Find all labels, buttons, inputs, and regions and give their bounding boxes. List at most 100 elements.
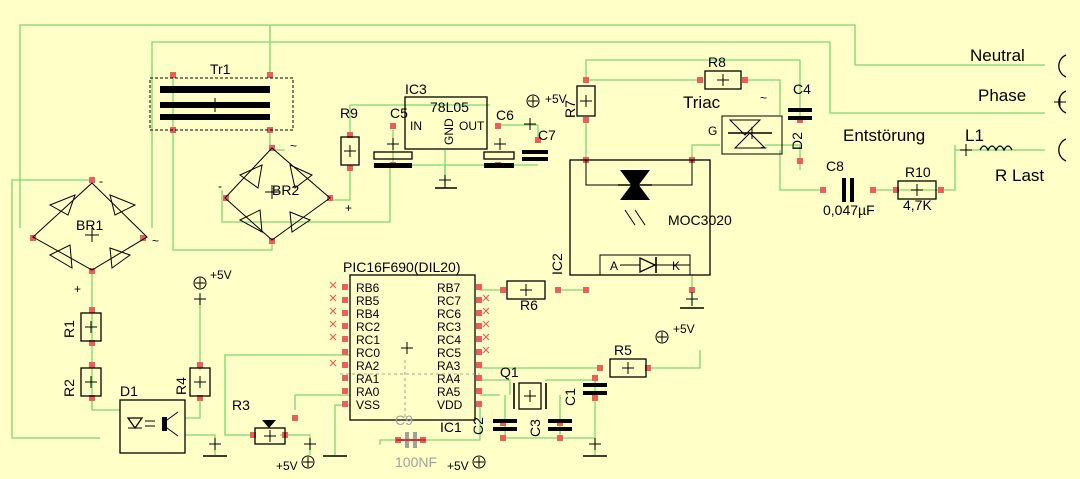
inductor-l1: Entstörung L1	[843, 126, 1013, 156]
br2-tilde: ~	[290, 139, 297, 153]
br2-minus: -	[218, 179, 222, 193]
br1-tilde: ~	[152, 234, 159, 248]
ic3-label: IC3	[405, 81, 427, 97]
capacitor-c6: C6	[483, 107, 515, 168]
capacitor-c7: C7	[522, 118, 556, 161]
pic-pin-rb7: RB7	[437, 281, 461, 295]
nc-marker	[329, 359, 337, 367]
nc-marker	[329, 307, 337, 315]
optocoupler-d1: D1	[119, 383, 186, 454]
pic-pin-rb6: RB6	[356, 281, 380, 295]
plus5v-label-r5: +5V	[673, 322, 695, 336]
pin-pad	[476, 284, 482, 290]
pic-pin-ra0: RA0	[356, 385, 380, 399]
pic-pin-ra3: RA3	[437, 359, 461, 373]
resistor-r5: R5	[609, 342, 647, 378]
pin-pad	[342, 284, 348, 290]
diode-d2: D2	[789, 132, 805, 150]
r4-label: R4	[173, 377, 189, 395]
pic-pin-rc7: RC7	[437, 294, 461, 308]
pic-pin-rc5: RC5	[437, 346, 461, 360]
c2-label: C2	[470, 417, 486, 435]
c4-label: C4	[793, 81, 811, 97]
ground-moc	[680, 292, 704, 309]
resistor-r6: R6	[506, 280, 546, 313]
capacitor-c8: C8 0,047µF	[823, 158, 875, 218]
connector-phase: Phase	[978, 86, 1067, 114]
q1-label: Q1	[500, 364, 519, 380]
pic-pin-rb5: RB5	[356, 294, 380, 308]
r7-label: R7	[562, 100, 578, 118]
ground-symbols	[203, 438, 607, 457]
optotriac-ic2: A K MOC3020 IC2	[549, 159, 732, 276]
pic-pin-rc4: RC4	[437, 333, 461, 347]
capacitor-c1: C1	[562, 383, 607, 406]
triac-symbol: Triac G ~ ~	[683, 91, 783, 155]
plus5v-label-r4: +5V	[210, 268, 232, 282]
ic3-out: OUT	[459, 119, 485, 133]
resistor-r4: R4	[173, 367, 211, 397]
entst-label: Entstörung	[843, 126, 925, 145]
moc-label: MOC3020	[668, 212, 732, 228]
connector-neutral: Neutral	[970, 46, 1067, 78]
regulator-ic3: IC3 78L05 IN OUT GND	[404, 81, 488, 150]
microcontroller-ic1: PIC16F690(DIL20) IC1 RB6RB5RB4RC2RC1RC0R…	[329, 259, 490, 435]
supply-plus5v-reg: +5V	[526, 92, 567, 108]
pin-pad	[342, 388, 348, 394]
supply-plus5v-r5: +5V	[655, 322, 695, 344]
potentiometer-r3: R3	[232, 397, 286, 445]
transformer-tr1: Tr1	[149, 61, 294, 131]
rlast-label: R Last	[995, 166, 1044, 185]
ic3-in: IN	[410, 119, 422, 133]
moc-kathode: K	[672, 259, 680, 273]
supply-plus5v-r4: +5V	[193, 268, 232, 305]
pic-pin-ra1: RA1	[356, 372, 380, 386]
resistor-r10: R10 4,7K	[897, 164, 937, 213]
connector-rlast: R Last	[995, 138, 1067, 185]
ground-reg	[435, 175, 457, 189]
pic-pin-vss: VSS	[356, 398, 380, 412]
ic1-label: IC1	[440, 419, 462, 435]
d2-label: D2	[789, 132, 805, 150]
crystal-q1: Q1	[500, 364, 547, 410]
capacitor-c9: C9 100NF	[395, 412, 437, 470]
r9-label: R9	[340, 105, 358, 121]
nc-marker	[329, 294, 337, 302]
capacitor-c3: C3	[527, 419, 572, 437]
capacitor-c4: C4	[788, 81, 812, 120]
triac-gate-label: G	[708, 124, 717, 138]
phase-label: Phase	[978, 86, 1026, 105]
r10-value: 4,7K	[903, 197, 932, 213]
pin-pad	[342, 297, 348, 303]
pin-pad	[476, 323, 482, 329]
pic-pin-ra2: RA2	[356, 359, 380, 373]
bridge-rectifier-br2: BR2 - + ~	[218, 139, 352, 241]
resistor-r8: R8	[704, 54, 742, 90]
pin-pad	[476, 297, 482, 303]
c7-label: C7	[538, 127, 556, 143]
plus5v-label-vdd: +5V	[447, 459, 469, 473]
neutral-label: Neutral	[970, 46, 1025, 65]
pin-pad	[342, 310, 348, 316]
c1-label: C1	[562, 388, 578, 406]
r5-label: R5	[614, 342, 632, 358]
pic-pin-rc2: RC2	[356, 320, 380, 334]
nc-marker	[329, 333, 337, 341]
resistor-r1: R1	[61, 312, 102, 342]
capacitor-c5: C5	[373, 105, 413, 168]
pic-pin-ra5: RA5	[437, 385, 461, 399]
pin-pad	[476, 375, 482, 381]
pic-pin-rc6: RC6	[437, 307, 461, 321]
nc-marker	[482, 294, 490, 302]
l1-label: L1	[965, 126, 984, 145]
moc-anode: A	[610, 259, 618, 273]
supply-plus5v-bottom: +5V +5V	[276, 455, 486, 473]
triac-tilde-top: ~	[760, 91, 767, 105]
pin-pad	[476, 310, 482, 316]
pic-pin-vdd: VDD	[437, 398, 463, 412]
pin-pad	[342, 349, 348, 355]
pic-pin-ra4: RA4	[437, 372, 461, 386]
bridge-rectifier-br1: BR1 - + ~	[32, 174, 159, 296]
capacitor-c2: C2	[470, 417, 517, 435]
